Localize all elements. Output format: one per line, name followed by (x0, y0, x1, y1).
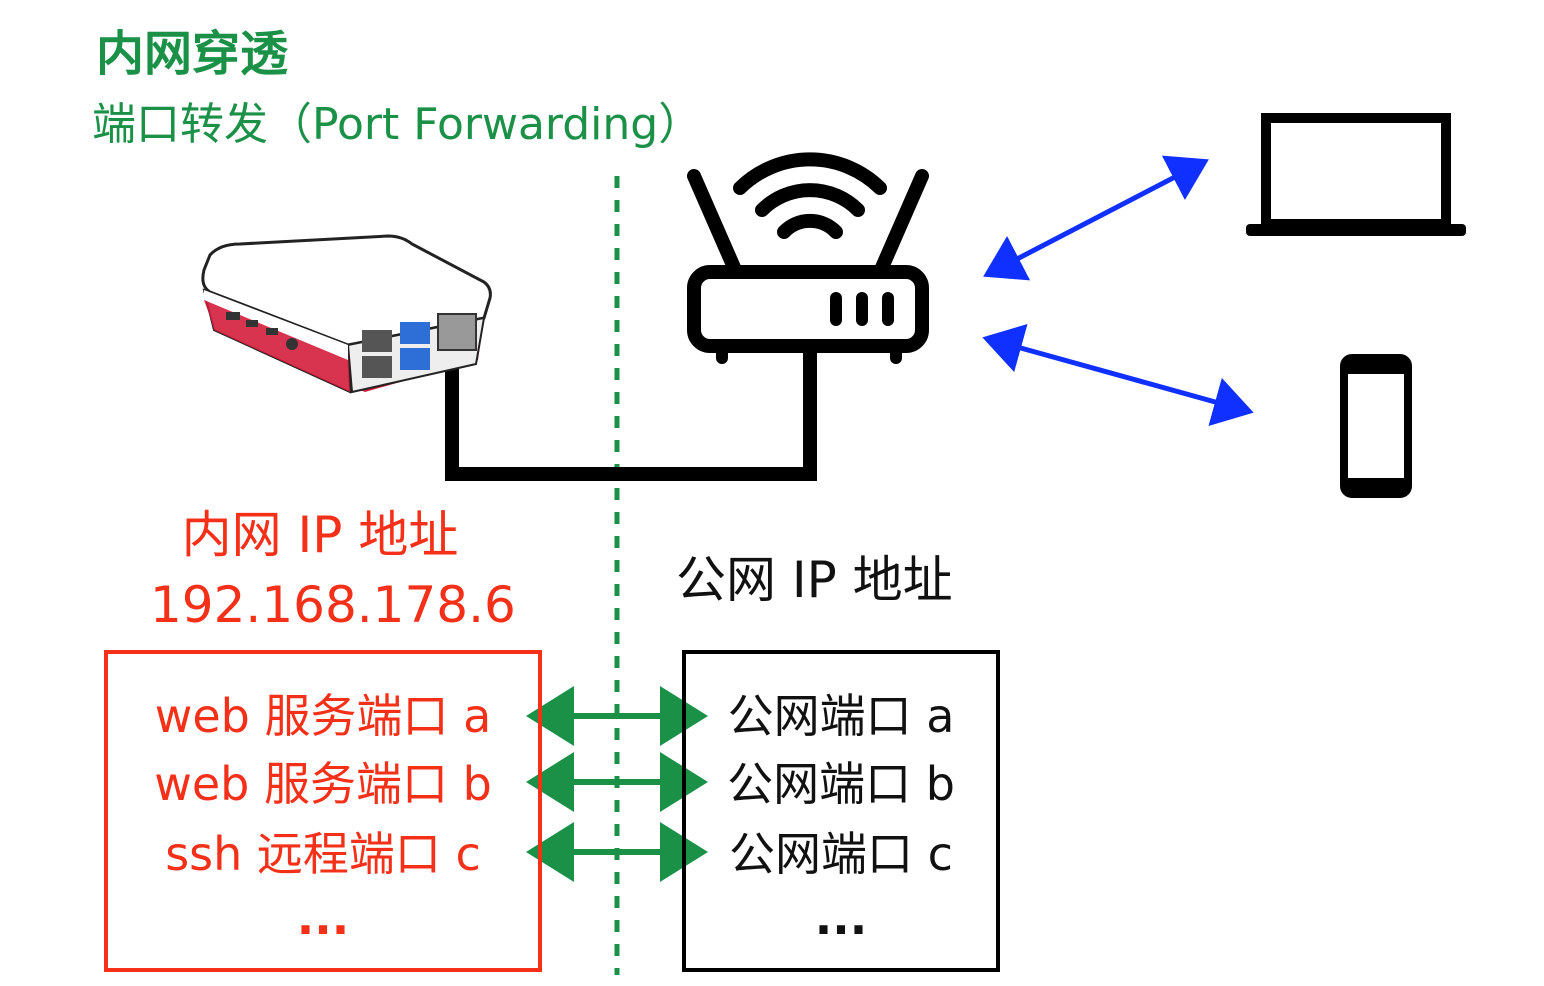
public-port-c: 公网端口 c (729, 827, 953, 881)
private-ports-more: ... (296, 891, 350, 945)
private-port-b: web 服务端口 b (154, 757, 492, 811)
router-laptop-arrow (983, 155, 1209, 281)
ethernet-cable (445, 338, 817, 481)
diagram-title: 内网穿透 (96, 26, 289, 82)
private-ip-address: 192.168.178.6 (150, 576, 516, 634)
public-port-b: 公网端口 b (727, 757, 955, 811)
diagram-subtitle: 端口转发（Port Forwarding） (92, 99, 703, 150)
public-port-a: 公网端口 a (727, 689, 955, 743)
public-ports-box: 公网端口 a 公网端口 b 公网端口 c ... (682, 650, 1000, 972)
public-ports-more: ... (814, 891, 868, 945)
private-ports-box: web 服务端口 a web 服务端口 b ssh 远程端口 c ... (104, 650, 542, 972)
router-phone-arrow (982, 323, 1254, 427)
private-port-c: ssh 远程端口 c (165, 827, 481, 881)
private-ip-label: 内网 IP 地址 (181, 506, 459, 564)
laptop-icon (1246, 113, 1466, 236)
private-port-a: web 服务端口 a (154, 689, 492, 743)
smartphone-icon (1340, 354, 1412, 498)
raspberry-pi-device (201, 234, 492, 394)
wifi-router-icon (687, 152, 929, 364)
public-ip-label: 公网 IP 地址 (676, 551, 953, 609)
private-ip-label-group: 内网 IP 地址 192.168.178.6 (150, 500, 516, 640)
